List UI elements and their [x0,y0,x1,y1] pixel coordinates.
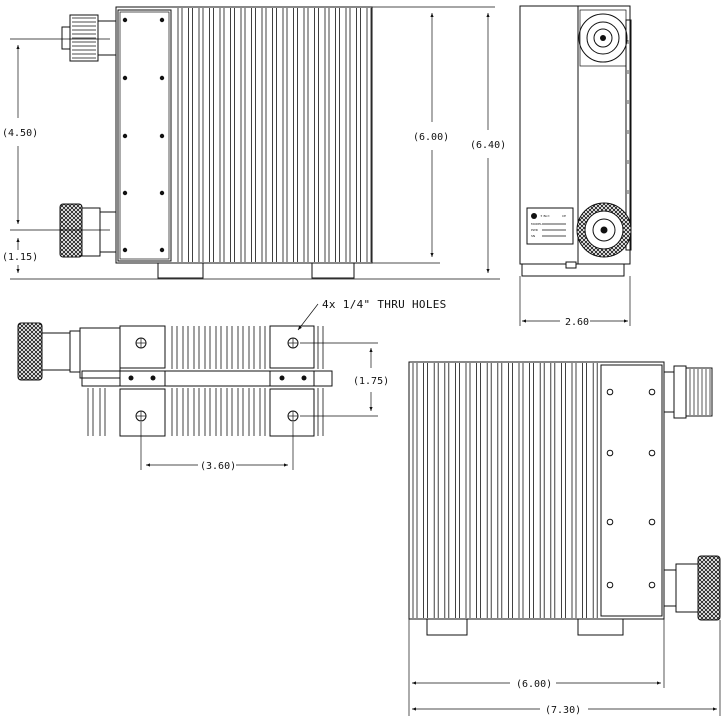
side-view: ✦ Bird CE MODEL PWR SN 2.60 [519,5,632,328]
front-mount-plate [117,9,172,262]
front-view: (4.50) (1.15) (6.00) (6.40) [2,6,506,280]
nameplate-line-1: MODEL [531,222,542,226]
bottom-view: (6.00) (7.30) [408,361,721,716]
dim-side-width: 2.60 [565,317,589,328]
bottom-view-top-connector [663,365,713,419]
top-block-right-lower [269,388,315,437]
dim-bottom-inner-width: (6.00) [516,679,552,690]
side-bottom-connector [576,202,632,258]
bottom-plate-screws [606,388,656,589]
top-fins [87,326,324,436]
holes-note: 4x 1/4" THRU HOLES [322,298,447,311]
nameplate: ✦ Bird CE MODEL PWR SN [526,207,574,245]
dim-front-inner-height: (6.00) [413,132,449,143]
dim-hole-pitch: (3.60) [200,461,236,472]
thru-holes [135,337,299,422]
dim-hole-spacing: (1.75) [353,376,389,387]
bottom-foot-left [426,618,468,636]
bottom-fins [412,363,598,618]
nameplate-line-3: SN [531,234,535,238]
dim-front-offset: (1.15) [2,252,38,263]
top-block-left-upper [119,325,166,369]
bottom-view-bottom-connector [663,555,721,621]
front-foot-right [311,262,355,279]
dim-bottom-total-width: (7.30) [545,705,581,716]
top-block-right-upper [269,325,315,369]
svg-text:✦ Bird: ✦ Bird [540,214,550,218]
bottom-mount-plate [600,364,663,617]
nameplate-line-2: PWR [531,228,538,232]
front-fins [177,8,372,262]
front-top-connector [61,14,117,62]
top-view-connector [17,322,121,381]
dim-front-total-height: (6.40) [470,140,506,151]
front-foot-left [157,262,204,279]
front-bottom-connector [59,203,117,258]
top-block-screws [128,375,307,381]
top-view: 4x 1/4" THRU HOLES (1.75) (3.60) [17,298,447,472]
front-plate-screws [122,17,165,253]
dim-front-spacing: (4.50) [2,128,38,139]
bottom-foot-right [577,618,624,636]
nameplate-ce: CE [562,214,566,218]
top-block-left-lower [119,388,166,437]
side-top-connector [578,9,628,67]
